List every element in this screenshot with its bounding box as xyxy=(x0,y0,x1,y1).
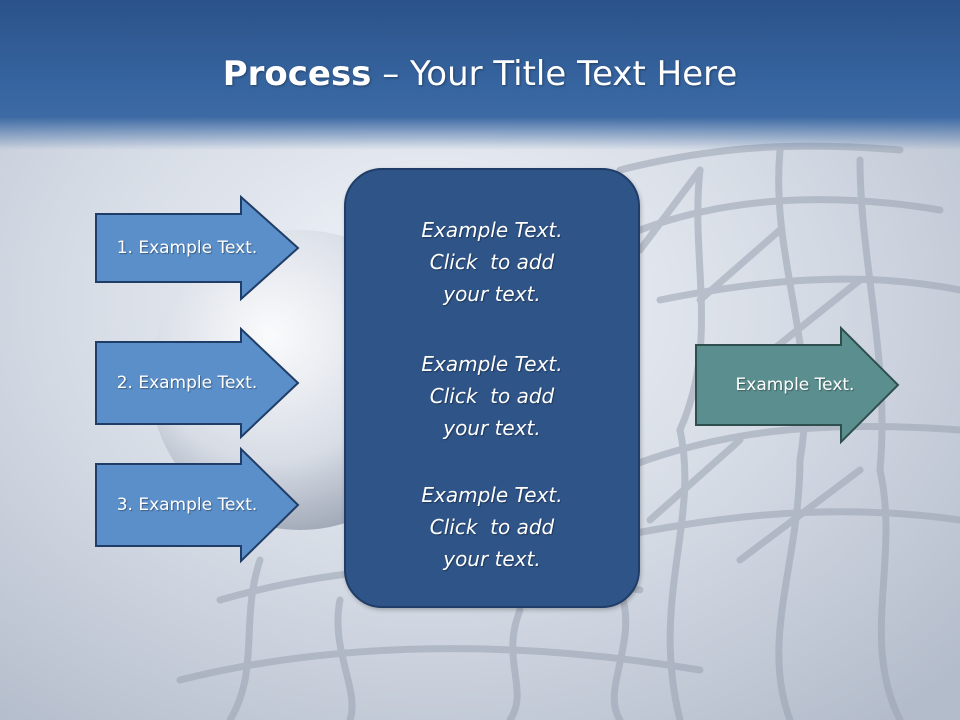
arrow-right-icon xyxy=(95,194,300,302)
input-arrow-label: 2. Example Text. xyxy=(116,373,258,393)
input-arrow-label: 1. Example Text. xyxy=(116,238,258,258)
center-text-line: your text. xyxy=(443,416,541,440)
title-rest-text: – Your Title Text Here xyxy=(371,54,738,94)
center-process-box[interactable]: Example Text. Click to add your text. Ex… xyxy=(344,168,640,608)
center-text-line: your text. xyxy=(443,547,541,571)
center-text-line: Click to add xyxy=(429,250,555,274)
title-band xyxy=(0,0,960,150)
input-arrow-label: 3. Example Text. xyxy=(116,495,258,515)
output-arrow[interactable]: Example Text. xyxy=(695,325,900,445)
center-text-line: Click to add xyxy=(429,384,555,408)
center-text-line: your text. xyxy=(443,282,541,306)
input-arrow-3[interactable]: 3. Example Text. xyxy=(95,446,300,564)
center-text-line: Example Text. xyxy=(421,483,563,507)
center-text-line: Example Text. xyxy=(421,352,563,376)
arrow-right-icon xyxy=(95,446,300,564)
output-arrow-label: Example Text. xyxy=(735,375,855,395)
center-text-block-1: Example Text. Click to add your text. xyxy=(346,214,638,310)
center-text-line: Click to add xyxy=(429,515,555,539)
arrow-right-icon xyxy=(695,325,900,445)
center-text-block-3: Example Text. Click to add your text. xyxy=(346,479,638,575)
input-arrow-2[interactable]: 2. Example Text. xyxy=(95,326,300,440)
input-arrow-1[interactable]: 1. Example Text. xyxy=(95,194,300,302)
slide-title: Process – Your Title Text Here xyxy=(0,52,960,96)
center-text-block-2: Example Text. Click to add your text. xyxy=(346,348,638,444)
center-text-line: Example Text. xyxy=(421,218,563,242)
title-bold-text: Process xyxy=(222,54,372,94)
arrow-right-icon xyxy=(95,326,300,440)
